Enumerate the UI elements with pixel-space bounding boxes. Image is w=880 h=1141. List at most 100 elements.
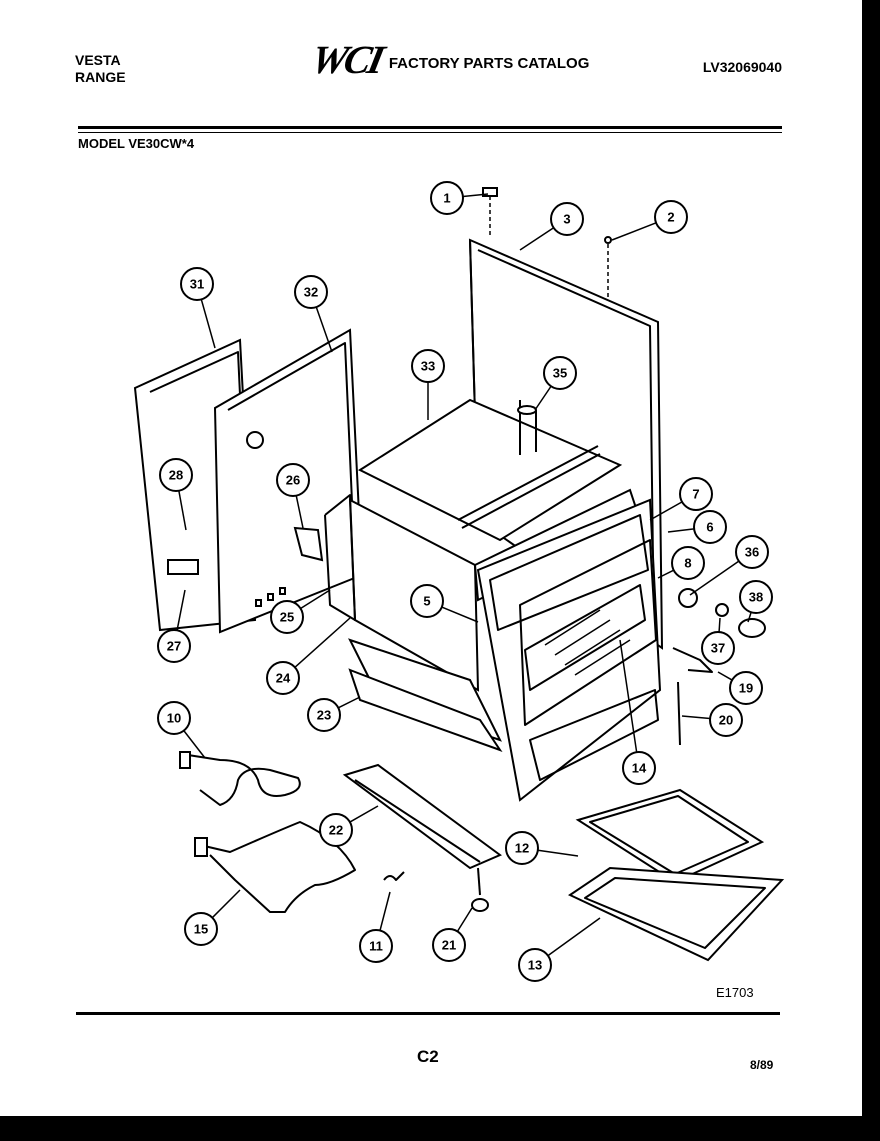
callout-circle xyxy=(307,698,341,732)
leader-line xyxy=(519,227,555,251)
callout-number: 1 xyxy=(443,191,450,206)
callout-13: 13 xyxy=(518,917,601,982)
callout-15: 15 xyxy=(184,889,241,946)
callout-circle xyxy=(709,703,743,737)
callout-number: 19 xyxy=(739,681,753,696)
leader-line xyxy=(183,730,206,759)
screw-1 xyxy=(482,187,498,236)
callout-37: 37 xyxy=(701,617,735,665)
exploded-parts-diagram: 1233132333528267683638375252724192023141… xyxy=(133,181,785,982)
callout-27: 27 xyxy=(157,589,191,663)
callout-circle xyxy=(294,275,328,309)
callout-circle xyxy=(319,813,353,847)
leader-line xyxy=(747,612,752,623)
callout-circle xyxy=(430,181,464,215)
document-number: LV32069040 xyxy=(702,59,782,75)
callout-circle xyxy=(654,200,688,234)
callout-circle xyxy=(157,701,191,735)
brand-name: VESTA xyxy=(75,52,121,68)
callout-circle xyxy=(735,535,769,569)
catalog-title: FACTORY PARTS CATALOG xyxy=(388,54,590,72)
callout-3: 3 xyxy=(519,202,584,251)
callout-number: 27 xyxy=(167,639,181,654)
callout-number: 26 xyxy=(286,473,300,488)
callout-7: 7 xyxy=(649,477,713,521)
callout-number: 37 xyxy=(711,641,725,656)
callout-31: 31 xyxy=(180,267,216,349)
callout-circle xyxy=(266,661,300,695)
leader-line xyxy=(537,849,579,857)
leader-line xyxy=(611,222,657,241)
page-code: C2 xyxy=(417,1047,439,1066)
callout-number: 33 xyxy=(421,359,435,374)
callout-circle xyxy=(543,356,577,390)
broiler-pan xyxy=(575,788,765,884)
callout-number: 10 xyxy=(167,711,181,726)
leader-line xyxy=(200,299,216,349)
leader-line xyxy=(379,891,391,931)
catalog-sheet: VESTA RANGE WCI FACTORY PARTS CATALOG LV… xyxy=(0,0,862,1116)
callout-number: 14 xyxy=(632,761,647,776)
leader-line xyxy=(349,805,379,823)
leader-line xyxy=(176,589,186,631)
callout-number: 5 xyxy=(423,594,430,609)
callout-14: 14 xyxy=(619,639,656,785)
callout-circle xyxy=(270,600,304,634)
callout-circle xyxy=(739,580,773,614)
callout-number: 6 xyxy=(706,520,713,535)
leader-line xyxy=(295,495,304,529)
leader-line xyxy=(441,606,479,623)
callout-28: 28 xyxy=(159,458,193,531)
leader-line xyxy=(689,560,740,596)
footer-rule xyxy=(76,1012,780,1015)
callout-circle xyxy=(359,929,393,963)
oven-door-frame xyxy=(476,498,662,802)
callout-number: 22 xyxy=(329,823,343,838)
callout-circle xyxy=(693,510,727,544)
callout-circle xyxy=(411,349,445,383)
broil-element xyxy=(194,821,356,913)
callout-20: 20 xyxy=(681,703,743,737)
callout-10: 10 xyxy=(157,701,206,759)
leader-line xyxy=(681,715,711,720)
callout-number: 2 xyxy=(667,210,674,225)
broiler-pan-support xyxy=(342,763,502,912)
leader-line xyxy=(456,907,473,932)
callout-circle xyxy=(159,458,193,492)
bracket xyxy=(383,871,405,881)
leader-line xyxy=(178,490,187,531)
leader-line xyxy=(649,501,683,521)
leader-line xyxy=(294,617,351,668)
callout-number: 12 xyxy=(515,841,529,856)
callout-24: 24 xyxy=(266,617,351,695)
callout-36: 36 xyxy=(689,535,769,596)
callout-21: 21 xyxy=(432,907,473,962)
callout-circle xyxy=(671,546,705,580)
leader-line xyxy=(337,696,361,709)
screw-2 xyxy=(604,236,612,300)
callout-22: 22 xyxy=(319,805,379,847)
leader-line xyxy=(315,306,333,353)
product-type: RANGE xyxy=(75,69,126,85)
callout-38: 38 xyxy=(739,580,773,623)
callout-number: 21 xyxy=(442,938,456,953)
callout-number: 3 xyxy=(563,212,570,227)
bake-element xyxy=(179,751,301,806)
catalog-header: WCI FACTORY PARTS CATALOG xyxy=(307,37,590,82)
callout-12: 12 xyxy=(505,831,579,865)
callout-number: 35 xyxy=(553,366,567,381)
callout-number: 23 xyxy=(317,708,331,723)
callout-number: 20 xyxy=(719,713,733,728)
callout-23: 23 xyxy=(307,696,361,732)
callout-19: 19 xyxy=(717,671,763,705)
oven-bottom xyxy=(348,638,503,752)
callout-number: 31 xyxy=(190,277,204,292)
callout-circle xyxy=(184,912,218,946)
callout-circle xyxy=(505,831,539,865)
header-rule-thin xyxy=(78,132,782,133)
callout-32: 32 xyxy=(294,275,333,353)
callout-circle xyxy=(432,928,466,962)
callout-number: 36 xyxy=(745,545,759,560)
callout-6: 6 xyxy=(667,510,727,544)
callout-circle xyxy=(550,202,584,236)
